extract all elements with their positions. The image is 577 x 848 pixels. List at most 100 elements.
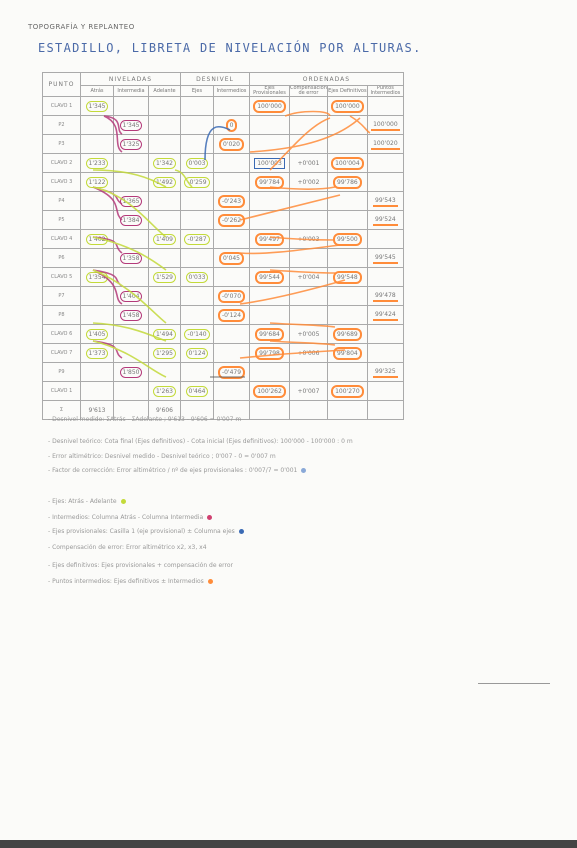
value-pill: +0'004 [297, 273, 320, 281]
note-text: - Factor de corrección: Error altimétric… [48, 467, 298, 474]
value-pill: +0'007 [297, 387, 320, 395]
value-pill: 1'295 [153, 347, 176, 359]
note-text: - Desnivel teórico: Cota final (Ejes def… [48, 438, 353, 445]
subject-heading: TOPOGRAFÍA Y REPLANTEO [28, 23, 135, 31]
value-pill: 0'033 [185, 271, 209, 283]
header-punto: PUNTO [42, 72, 81, 97]
value-pill: -0'124 [217, 308, 246, 322]
value-pill: 100'000 [371, 120, 400, 131]
note-text: - Compensación de error: Error altimétri… [48, 544, 207, 551]
value-pill: 99'548 [333, 270, 362, 284]
value-pill: 100'270 [331, 384, 364, 398]
value-pill: -0'287 [184, 233, 210, 245]
value-pill: 99'684 [255, 327, 284, 341]
cell-intermedios: -0'243 [213, 191, 250, 211]
note-text: - Intermedios: Columna Atrás - Columna I… [48, 514, 204, 521]
value-pill: 1'342 [153, 157, 176, 169]
value-pill: +0'001 [297, 159, 320, 167]
note-text: - Desnivel medido: ΣAtrás - ΣAdelante ; … [48, 416, 242, 423]
cell-ejes-def: 99'786 [326, 172, 368, 192]
value-pill: 1'263 [153, 385, 176, 397]
note-text: - Ejes: Atrás - Adelante [48, 498, 117, 505]
color-dot-icon [301, 468, 307, 473]
cell-punto: Σ [42, 400, 81, 420]
color-dot-icon [238, 529, 244, 534]
note-line: - Puntos intermedios: Ejes definitivos ±… [48, 577, 213, 587]
value-pill: 0'464 [185, 385, 209, 397]
value-pill: 1'458 [119, 309, 143, 321]
value-pill: 1'405 [85, 328, 109, 340]
value-pill: 1'384 [119, 214, 143, 226]
value-pill: 99'424 [373, 310, 398, 321]
note-line: - Ejes provisionales: Casilla 1 (eje pro… [48, 527, 244, 537]
signature-line [478, 683, 550, 684]
cell-atras: 1'402 [80, 229, 114, 249]
value-pill: +0'002 [297, 178, 320, 186]
note-line: - Desnivel teórico: Cota final (Ejes def… [48, 437, 353, 447]
value-pill: 1'373 [85, 347, 109, 359]
value-pill: 1'233 [85, 157, 109, 169]
value-pill: 99'325 [373, 367, 398, 378]
value-pill: 0 [225, 118, 238, 132]
value-pill: 99'798 [255, 346, 284, 360]
value-pill: 100'262 [253, 384, 286, 398]
value-pill: 99'500 [333, 232, 362, 246]
value-pill: 1'850 [119, 366, 143, 378]
note-text: - Error altimétrico: Desnivel medido - D… [48, 453, 276, 460]
note-text: - Ejes definitivos: Ejes provisionales +… [48, 562, 233, 569]
note-line: - Desnivel medido: ΣAtrás - ΣAdelante ; … [48, 415, 241, 425]
value-pill: 100'004 [331, 156, 364, 170]
value-pill: -0'140 [184, 328, 210, 340]
cell-intermedios: 0'020 [213, 134, 250, 154]
cell-adelante: 1'494 [148, 324, 181, 344]
cell-ejes-prov: 100'003 [249, 153, 290, 173]
value-pill: 1'345 [119, 119, 143, 131]
value-pill: 1'529 [153, 271, 176, 283]
cell-pi [366, 400, 404, 420]
color-dot-icon [120, 499, 126, 504]
cell-ejes: -0'287 [180, 229, 214, 249]
scan-edge-bar [0, 840, 577, 848]
value-pill: +0'005 [297, 330, 320, 338]
value-pill: 99'543 [373, 196, 398, 207]
value-pill: 99'786 [333, 175, 362, 189]
cell-ejes-def: 99'689 [326, 324, 368, 344]
note-line: - Ejes definitivos: Ejes provisionales +… [48, 561, 233, 571]
value-pill: 1'325 [119, 138, 143, 150]
value-pill: 99'544 [255, 270, 284, 284]
cell-ejes-def: 100'000 [326, 96, 368, 116]
value-pill: 99'478 [373, 291, 398, 302]
note-line: - Ejes: Atrás - Adelante [48, 497, 126, 507]
value-pill: 99'497 [255, 232, 284, 246]
value-pill: -0'243 [217, 194, 246, 208]
note-line: - Intermedios: Columna Atrás - Columna I… [48, 513, 213, 523]
value-pill: 0'003 [185, 157, 209, 169]
cell-ejes-prov: 99'544 [249, 267, 290, 287]
value-pill: 1'358 [119, 252, 143, 264]
value-pill: 100'000 [253, 99, 286, 113]
cell-ejes-prov: 100'000 [249, 96, 290, 116]
value-pill: 0'124 [185, 347, 209, 359]
note-line: - Error altimétrico: Desnivel medido - D… [48, 452, 276, 462]
value-pill: -0'259 [184, 176, 210, 188]
value-pill: 99'804 [333, 346, 362, 360]
color-dot-icon [207, 515, 213, 520]
value-pill: 1'409 [153, 233, 176, 245]
note-line: - Compensación de error: Error altimétri… [48, 543, 207, 553]
cell-ejes-prov [249, 400, 290, 420]
value-pill: 0'045 [219, 251, 244, 265]
note-text: - Puntos intermedios: Ejes definitivos ±… [48, 578, 204, 585]
color-dot-icon [207, 579, 213, 584]
value-pill: 99'545 [373, 253, 398, 264]
value-pill: 100'000 [331, 99, 364, 113]
value-pill: 0'020 [219, 137, 244, 151]
value-pill: 99'784 [255, 175, 284, 189]
value-pill: 100'020 [371, 139, 400, 150]
